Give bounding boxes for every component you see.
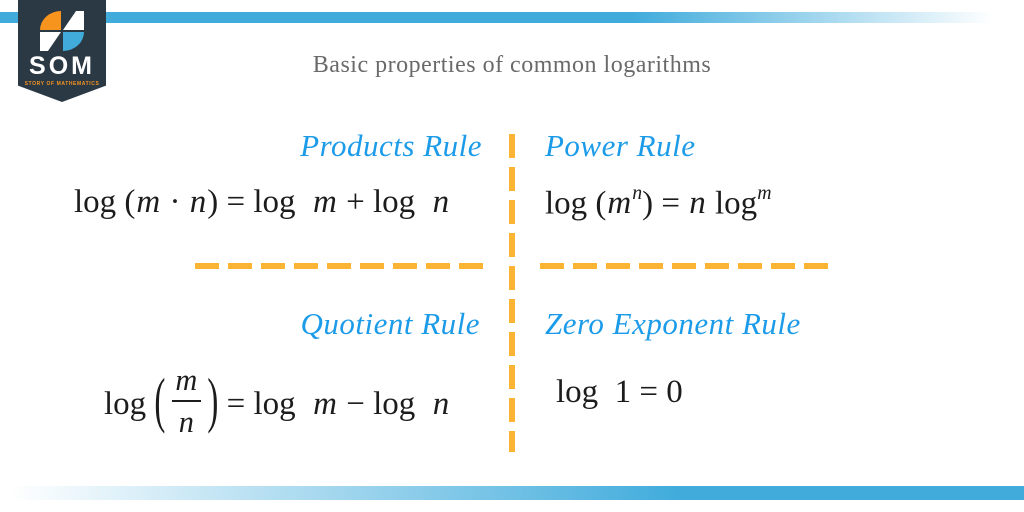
- pinwheel-quadrant-white-bottom: [40, 32, 61, 51]
- som-logo-banner: SOM STORY OF MATHEMATICS: [18, 0, 106, 102]
- horizontal-dashed-divider-right: [540, 263, 836, 269]
- formula-power-rule: log (mn) = n logm: [545, 182, 772, 222]
- top-accent-bar: [0, 12, 1024, 23]
- formula-zero-exponent-rule: log 1 = 0: [556, 374, 683, 410]
- heading-quotient-rule: Quotient Rule: [300, 306, 480, 341]
- heading-zero-exponent-rule: Zero Exponent Rule: [545, 306, 801, 341]
- som-pinwheel-icon: [40, 11, 84, 51]
- formula-products-rule: log (m · n) = log m + log n: [74, 184, 450, 220]
- brand-tagline: STORY OF MATHEMATICS: [24, 81, 100, 87]
- heading-products-rule: Products Rule: [300, 128, 482, 163]
- pinwheel-quadrant-blue: [63, 32, 84, 51]
- pinwheel-quadrant-white-top: [63, 11, 84, 30]
- page-title: Basic properties of common logarithms: [312, 52, 712, 78]
- pinwheel-quadrant-orange: [40, 11, 61, 30]
- heading-power-rule: Power Rule: [545, 128, 696, 163]
- bottom-accent-bar: [0, 486, 1024, 500]
- brand-name: SOM: [29, 52, 95, 80]
- vertical-dashed-divider: [509, 134, 515, 452]
- horizontal-dashed-divider-left: [195, 263, 491, 269]
